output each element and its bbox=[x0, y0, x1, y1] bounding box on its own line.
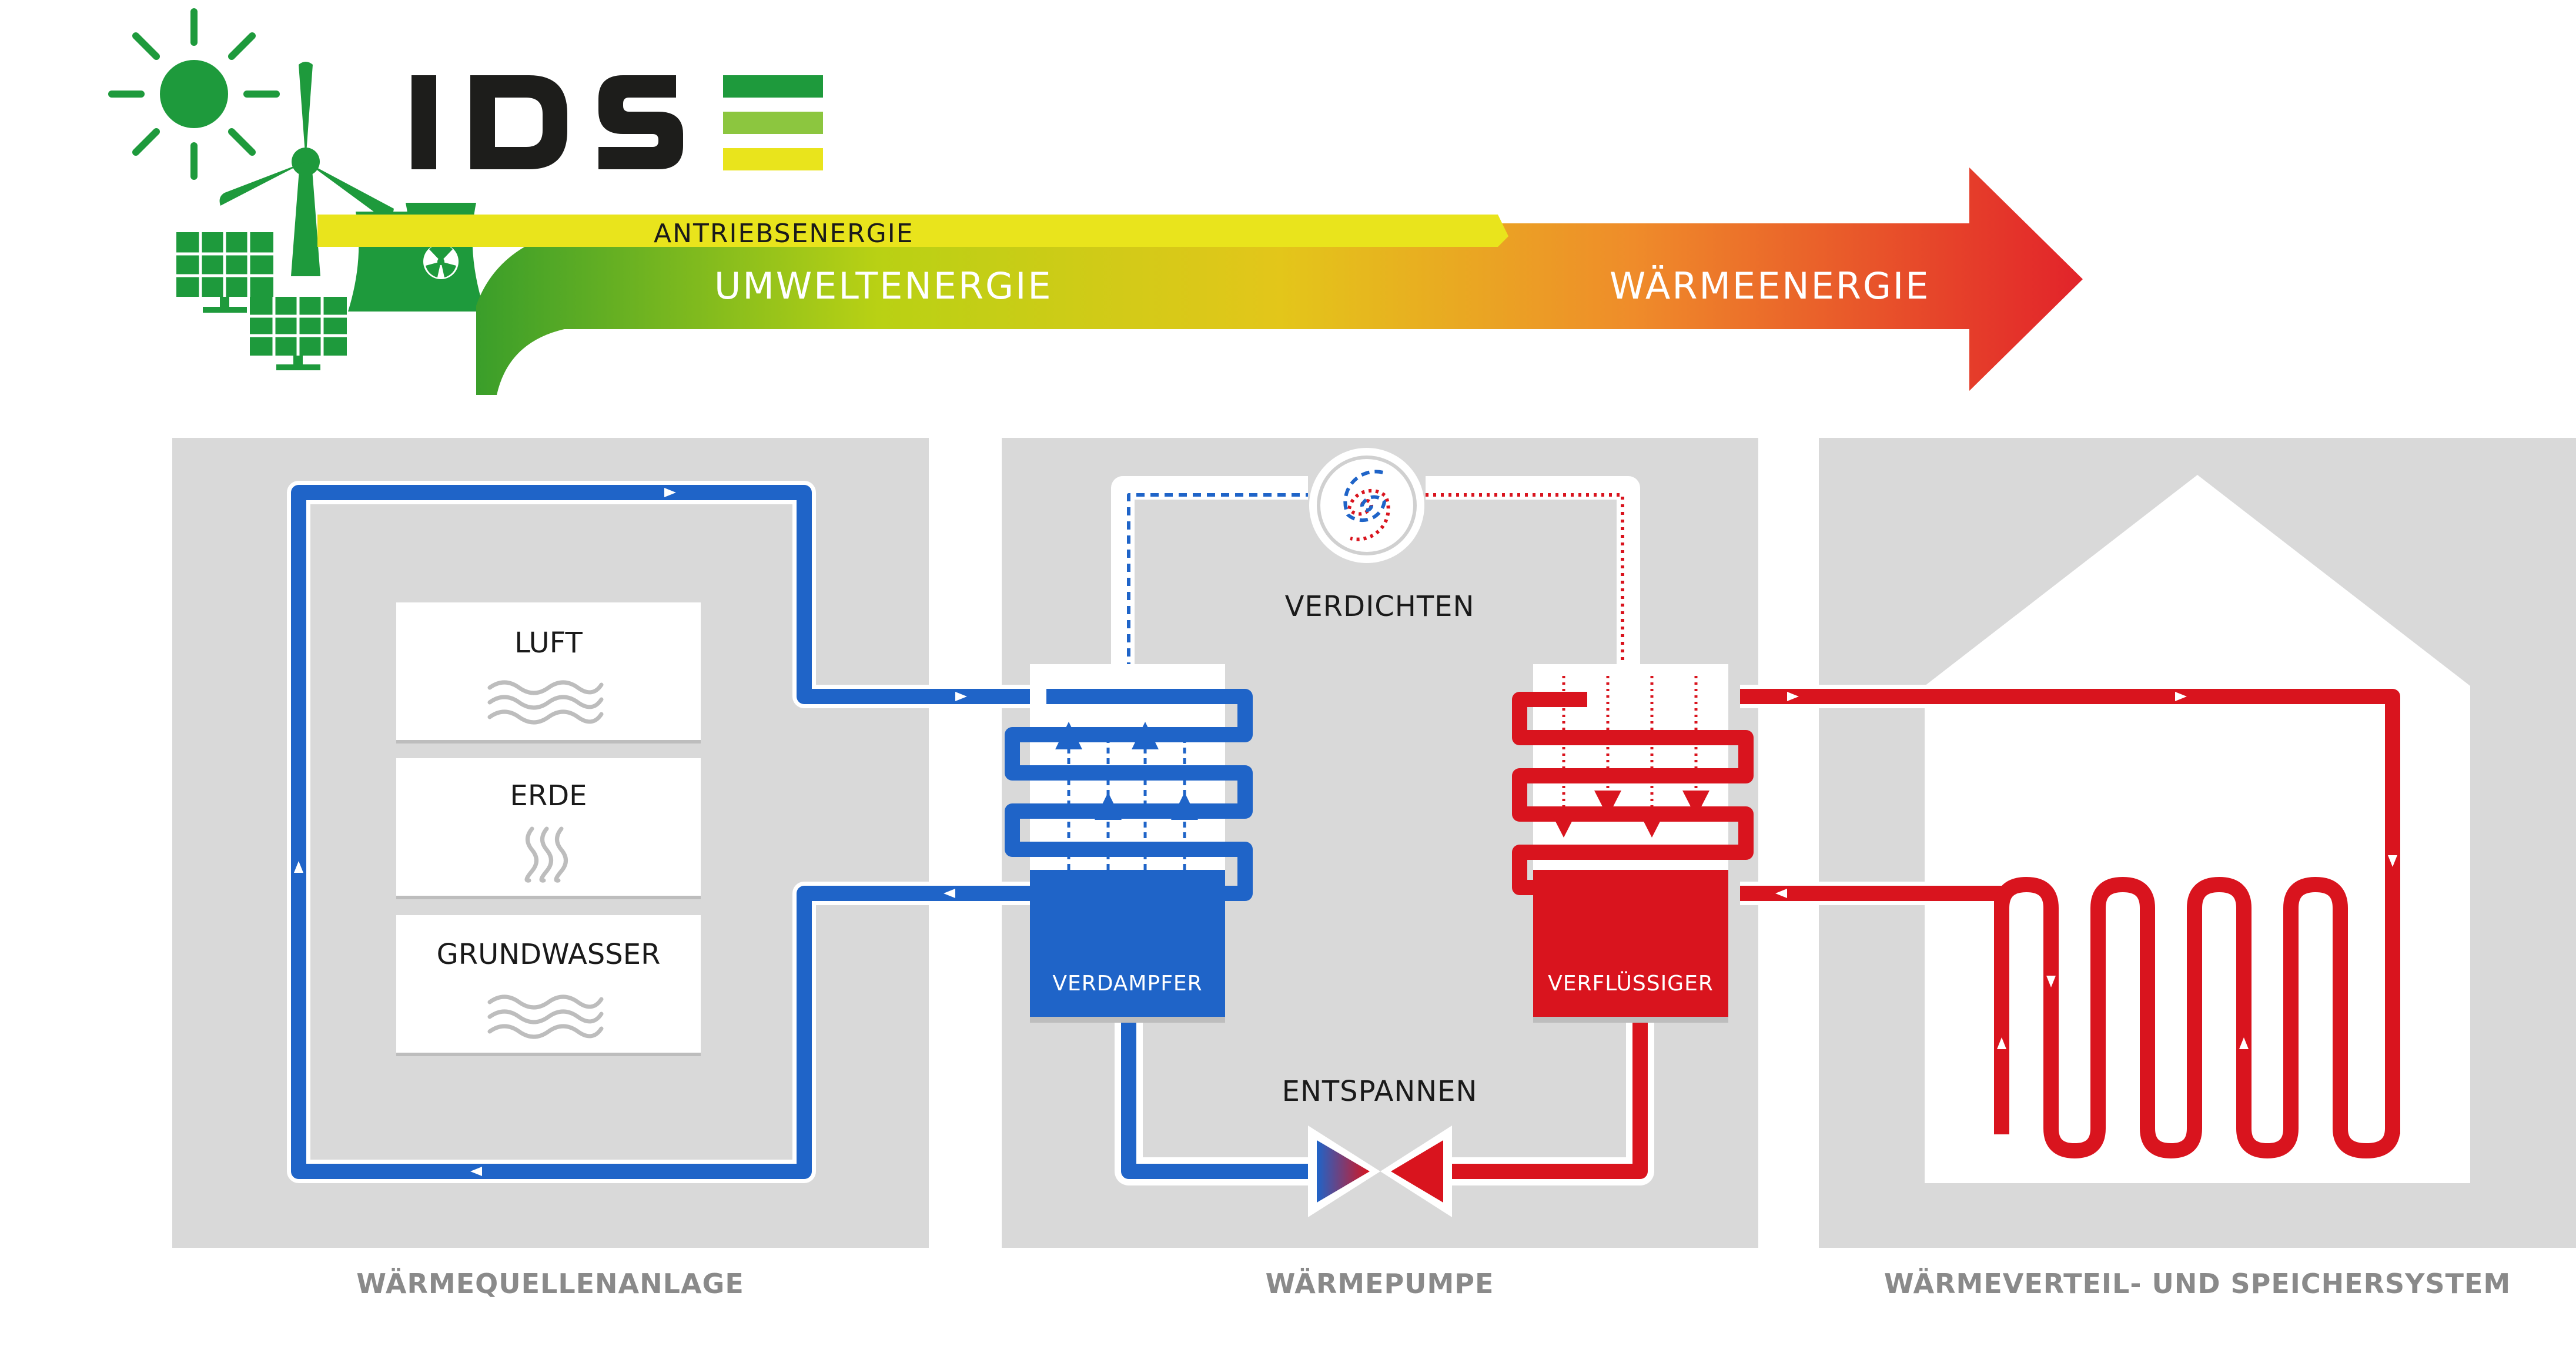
wave-icon bbox=[487, 994, 604, 1039]
compress-label: VERDICHTEN bbox=[1285, 590, 1475, 623]
expansion-valve-icon bbox=[1308, 1126, 1452, 1217]
energy-flow-arrow bbox=[317, 168, 2083, 395]
drive-energy-label: ANTRIEBSENERGIE bbox=[654, 219, 914, 249]
refrigerant-circuit bbox=[1111, 476, 1654, 1185]
environment-energy-label: UMWELTENERGIE bbox=[714, 264, 1053, 307]
expand-label: ENTSPANNEN bbox=[1282, 1075, 1478, 1108]
condenser-unit: VERFLÜSSIGER bbox=[1512, 664, 1754, 1023]
brand-logo bbox=[412, 75, 823, 170]
drive-energy-band bbox=[317, 215, 1508, 247]
condenser-label: VERFLÜSSIGER bbox=[1548, 971, 1714, 996]
source-earth-label: ERDE bbox=[510, 779, 587, 812]
evaporator-label: VERDAMPFER bbox=[1052, 972, 1202, 996]
source-loop-pipe bbox=[287, 481, 1046, 1183]
source-box-air: LUFT bbox=[396, 602, 701, 744]
evaporator-unit: VERDAMPFER bbox=[1005, 664, 1253, 1023]
sun-icon bbox=[108, 8, 280, 180]
source-groundwater-label: GRUNDWASSER bbox=[437, 938, 661, 971]
heat-source-title: WÄRMEQUELLENANLAGE bbox=[356, 1268, 744, 1300]
distribution-title: WÄRMEVERTEIL- UND SPEICHERSYSTEM bbox=[1884, 1268, 2511, 1300]
heat-wave-icon bbox=[524, 826, 568, 883]
solar-panel-icon bbox=[176, 232, 347, 370]
wind-turbine-icon bbox=[219, 62, 394, 276]
heat-pump-title: WÄRMEPUMPE bbox=[1266, 1268, 1494, 1300]
compressor-icon bbox=[1309, 448, 1424, 563]
source-box-groundwater: GRUNDWASSER bbox=[396, 915, 701, 1056]
source-box-earth: ERDE bbox=[396, 758, 701, 899]
heat-energy-label: WÄRMEENERGIE bbox=[1610, 264, 1930, 307]
source-air-label: LUFT bbox=[514, 627, 583, 659]
wave-icon bbox=[487, 680, 604, 725]
heating-circuit-pipe bbox=[1740, 685, 2404, 1158]
